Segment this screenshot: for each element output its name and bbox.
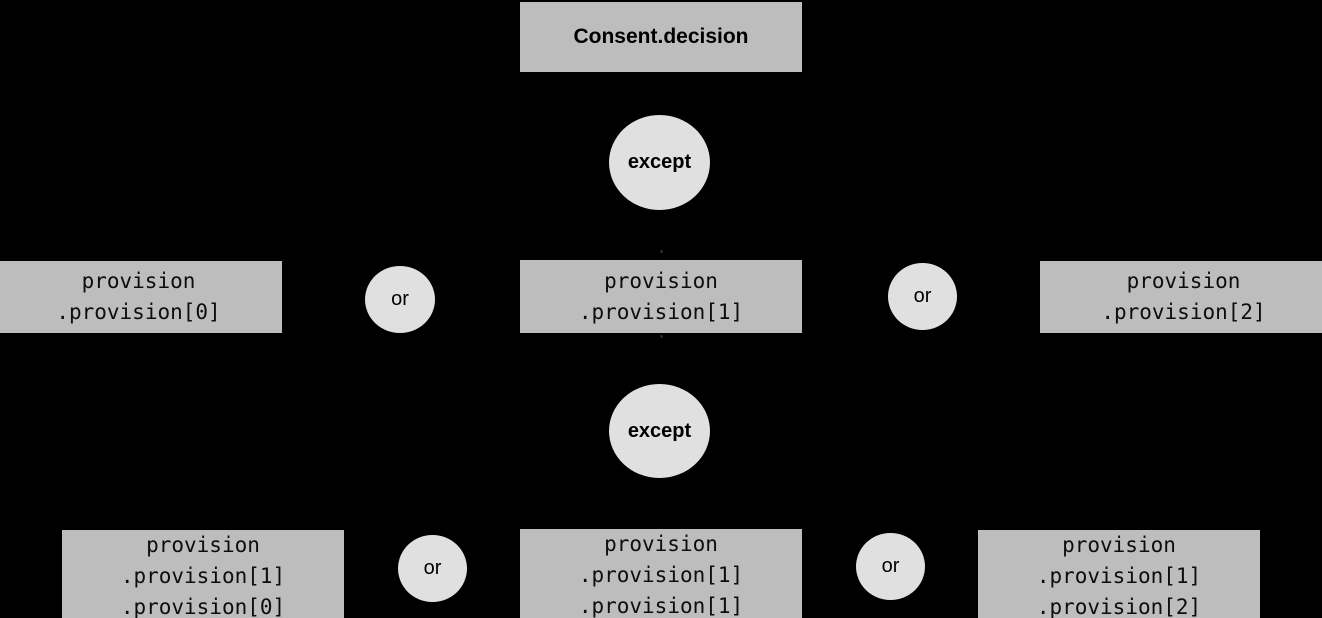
node-operator-except-top-label: except (627, 151, 692, 173)
node-provision-0[interactable]: provision .provision[0] (0, 261, 282, 333)
node-provision-0-label: provision .provision[0] (56, 269, 221, 324)
node-consent-decision-label: Consent.decision (573, 25, 749, 48)
node-operator-except-bottom-label: except (627, 419, 692, 442)
node-provision-1-2[interactable]: provision .provision[1] .provision[2] (978, 530, 1260, 618)
node-provision-1[interactable]: provision .provision[1] (520, 260, 802, 333)
node-operator-or-bottom-left[interactable]: or (398, 535, 467, 602)
node-operator-except-top[interactable]: except (609, 115, 710, 210)
node-operator-or-bottom-left-label: or (423, 557, 442, 579)
node-provision-1-0[interactable]: provision .provision[1] .provision[0] (62, 530, 344, 618)
node-operator-or-mid-left[interactable]: or (365, 266, 435, 333)
edge-stub-center-bottom (660, 335, 663, 338)
node-provision-1-0-label: provision .provision[1] .provision[0] (120, 532, 286, 618)
node-operator-except-bottom[interactable]: except (609, 384, 710, 478)
node-operator-or-bottom-right[interactable]: or (856, 533, 925, 600)
node-provision-1-2-label: provision .provision[1] .provision[2] (1036, 532, 1202, 618)
node-provision-2[interactable]: provision .provision[2] (1040, 261, 1322, 333)
node-provision-1-1-label: provision .provision[1] .provision[1] (578, 531, 744, 618)
node-consent-decision[interactable]: Consent.decision (520, 2, 802, 72)
node-operator-or-mid-left-label: or (391, 288, 409, 310)
edge-stub-center-top (660, 250, 663, 253)
node-operator-or-mid-right[interactable]: or (888, 263, 957, 330)
node-provision-1-label: provision .provision[1] (578, 268, 744, 324)
node-operator-or-bottom-right-label: or (881, 555, 900, 577)
node-provision-2-label: provision .provision[2] (1101, 269, 1266, 324)
node-operator-or-mid-right-label: or (913, 285, 932, 307)
node-provision-1-1[interactable]: provision .provision[1] .provision[1] (520, 529, 802, 618)
